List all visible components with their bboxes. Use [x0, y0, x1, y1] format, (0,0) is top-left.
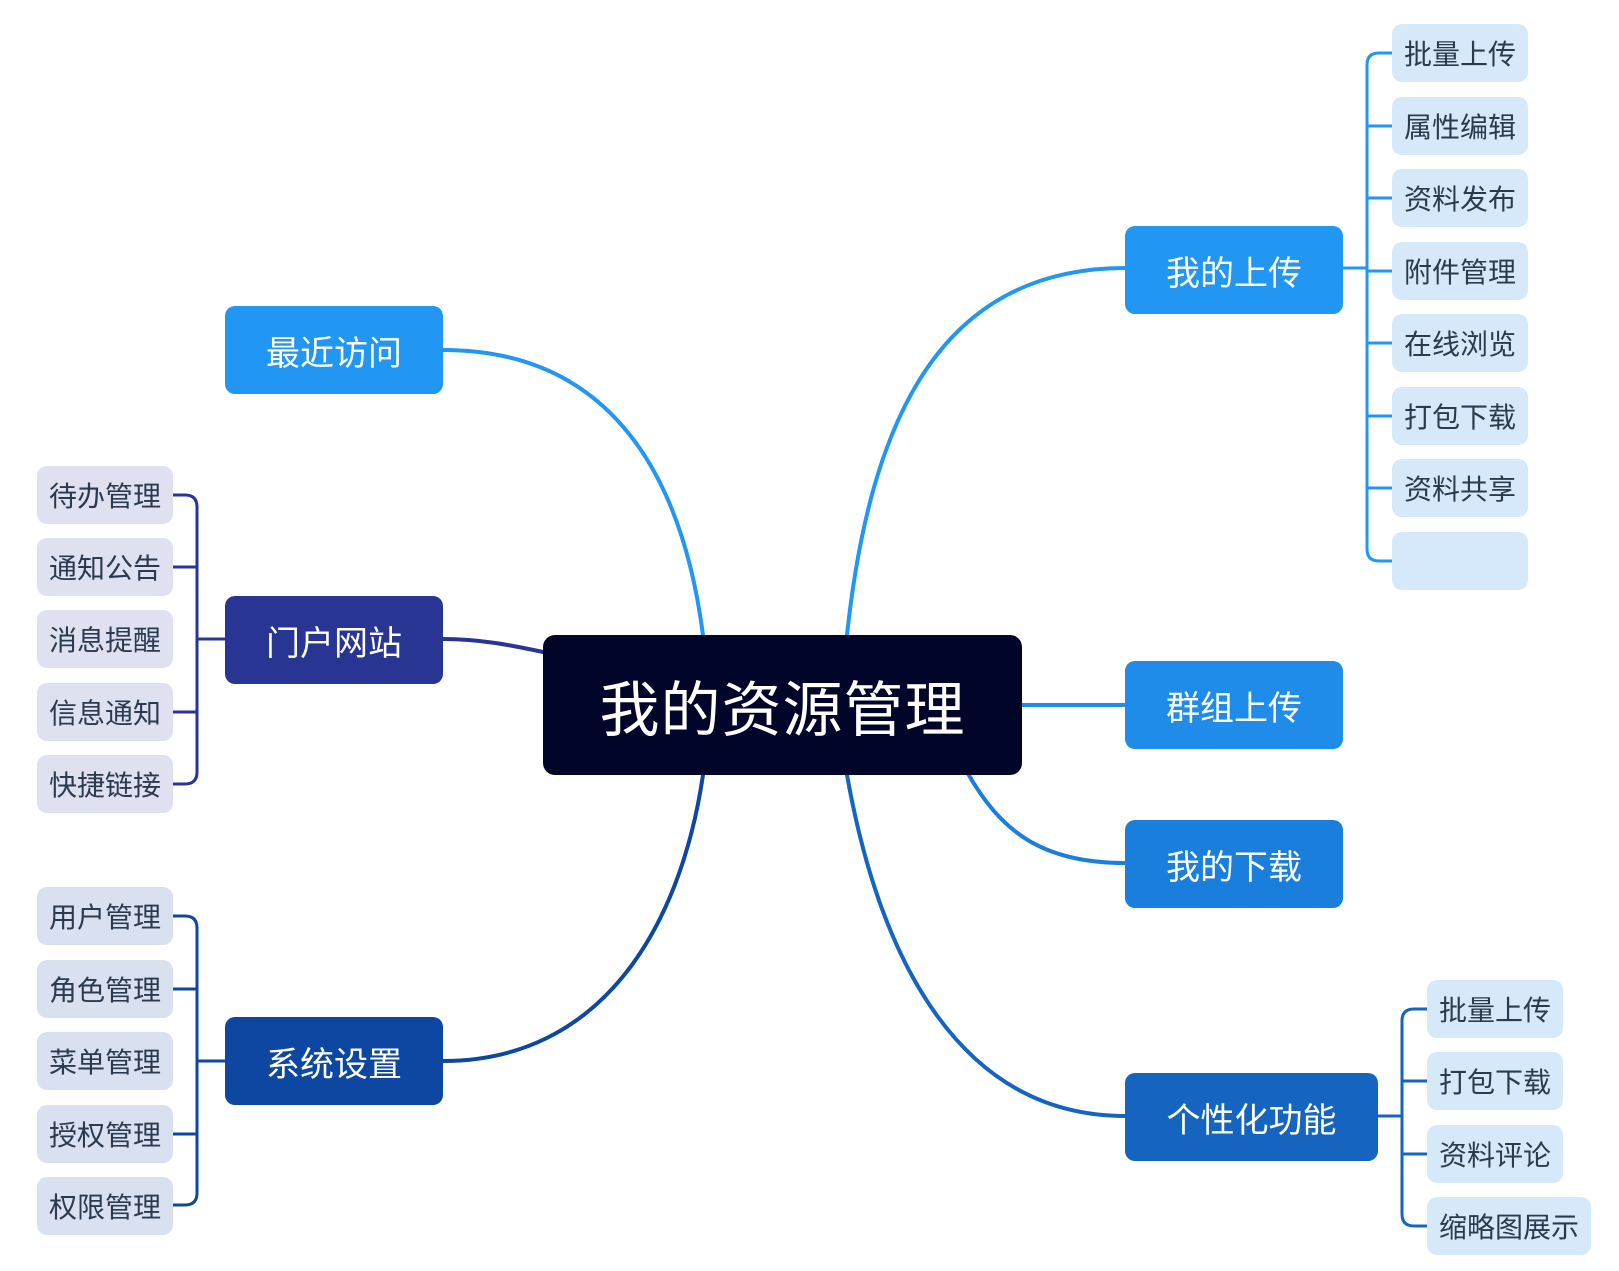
- portal-child[interactable]: 消息提醒: [37, 610, 173, 668]
- settings-child[interactable]: 权限管理: [37, 1177, 173, 1235]
- portal-child[interactable]: 通知公告: [37, 538, 173, 596]
- portal-child[interactable]: 信息通知: [37, 683, 173, 741]
- settings-child[interactable]: 菜单管理: [37, 1032, 173, 1090]
- settings-child[interactable]: 用户管理: [37, 887, 173, 945]
- my-upload-child[interactable]: 属性编辑: [1392, 97, 1528, 155]
- personal-child[interactable]: 资料评论: [1427, 1125, 1563, 1183]
- my-upload-child[interactable]: 资料发布: [1392, 169, 1528, 227]
- branch-personal[interactable]: 个性化功能: [1125, 1073, 1378, 1161]
- link-portal: [441, 637, 545, 654]
- portal-child[interactable]: 待办管理: [37, 466, 173, 524]
- branch-my-download[interactable]: 我的下载: [1125, 820, 1343, 908]
- branch-my-upload[interactable]: 我的上传: [1125, 226, 1343, 314]
- portal-child[interactable]: 快捷链接: [37, 755, 173, 813]
- personal-child[interactable]: 批量上传: [1427, 980, 1563, 1038]
- root-topic[interactable]: 我的资源管理: [543, 635, 1022, 775]
- my-upload-child[interactable]: 批量上传: [1392, 24, 1528, 82]
- portal-bracket: [173, 493, 225, 786]
- branch-group-upload[interactable]: 群组上传: [1125, 661, 1343, 749]
- branch-recent[interactable]: 最近访问: [225, 306, 443, 394]
- my-upload-child[interactable]: 打包下载: [1392, 387, 1528, 445]
- link-my-upload: [845, 266, 1127, 637]
- branch-portal[interactable]: 门户网站: [225, 596, 443, 684]
- my-upload-child[interactable]: 在线浏览: [1392, 314, 1528, 372]
- link-recent: [441, 348, 705, 637]
- personal-child[interactable]: 打包下载: [1427, 1052, 1563, 1110]
- personal-child[interactable]: 缩略图展示: [1427, 1197, 1591, 1255]
- link-my-download: [965, 770, 1127, 865]
- my-upload-child[interactable]: 资料共享: [1392, 459, 1528, 517]
- personal-bracket: [1378, 1007, 1427, 1228]
- link-personal: [845, 773, 1127, 1118]
- settings-child[interactable]: 角色管理: [37, 960, 173, 1018]
- link-settings: [441, 773, 705, 1063]
- settings-bracket: [173, 914, 225, 1207]
- branch-settings[interactable]: 系统设置: [225, 1017, 443, 1105]
- my-upload-child[interactable]: 附件管理: [1392, 242, 1528, 300]
- settings-child[interactable]: 授权管理: [37, 1105, 173, 1163]
- my-upload-bracket: [1343, 51, 1392, 563]
- my-upload-child-empty[interactable]: [1392, 532, 1528, 590]
